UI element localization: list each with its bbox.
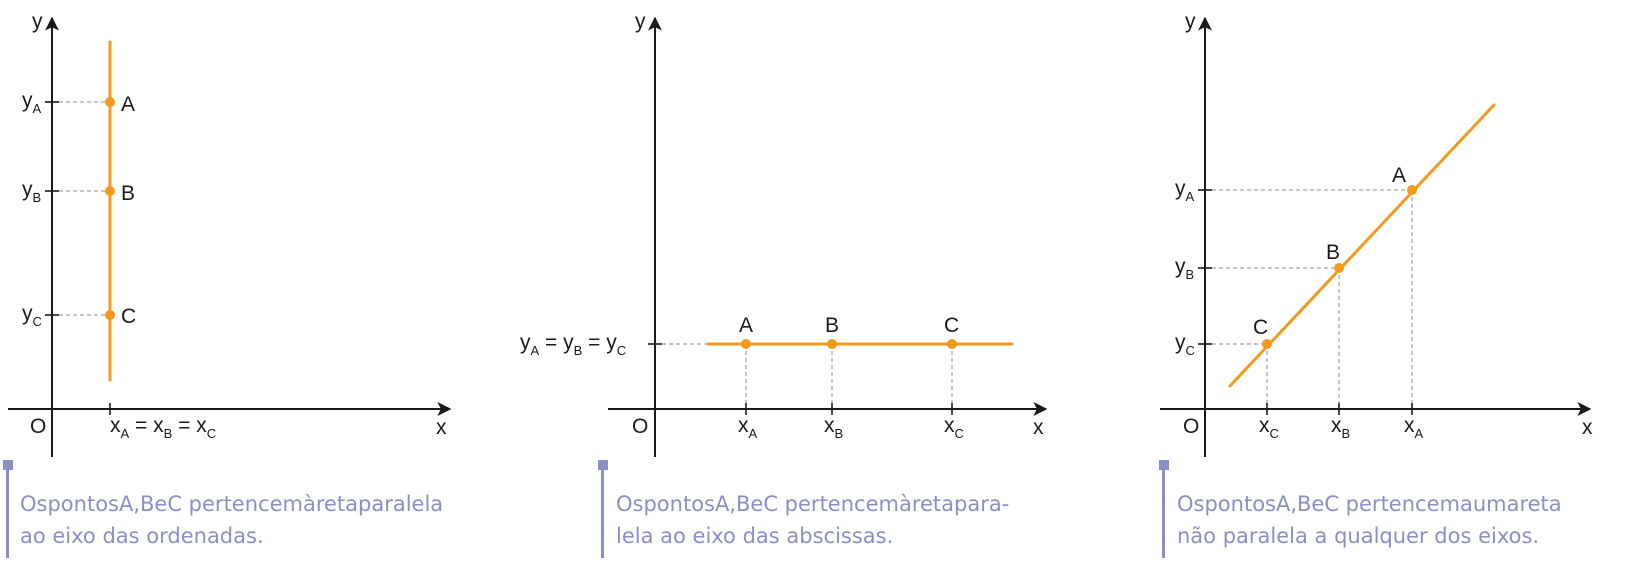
point-a: [1407, 185, 1417, 195]
xa-label: xA: [1404, 414, 1424, 441]
caption-1: OspontosA,BeC pertencemàretaparalela ao …: [20, 488, 443, 552]
point-a: [741, 339, 751, 349]
origin-label: O: [632, 415, 648, 438]
caption-1-line-2: ao eixo das ordenadas.: [20, 524, 264, 548]
y-axis-label: y: [32, 10, 43, 33]
ya-label: yA: [1175, 177, 1195, 204]
panel-vertical-line: y x O A B C yA yB yC xA = xB = xC: [8, 10, 452, 457]
y-equality-label: yA = yB = yC: [520, 331, 626, 358]
point-a-label: A: [1392, 164, 1406, 187]
xa-label: xA: [738, 414, 758, 441]
x-axis-label: x: [1033, 416, 1044, 439]
caption-bar-3: [1162, 468, 1165, 558]
caption-marker-2: [598, 460, 608, 470]
point-c-label: C: [1253, 316, 1268, 339]
y-axis-label: y: [635, 10, 646, 33]
point-a-label: A: [121, 93, 135, 116]
yb-label: yB: [1175, 255, 1194, 282]
yb-label: yB: [22, 178, 41, 205]
x-axis-label: x: [1582, 416, 1593, 439]
caption-marker-1: [3, 460, 13, 470]
caption-1-line-1: OspontosA,BeC pertencemàretaparalela: [20, 492, 444, 516]
point-c-label: C: [121, 305, 136, 328]
point-c: [105, 310, 115, 320]
ya-label: yA: [22, 89, 42, 116]
x-axis-label: x: [436, 416, 447, 439]
point-a: [105, 97, 115, 107]
xb-label: xB: [1331, 414, 1350, 441]
point-b-label: B: [121, 182, 135, 205]
xb-label: xB: [824, 414, 843, 441]
xc-label: xC: [944, 414, 964, 441]
origin-label: O: [30, 415, 46, 438]
point-b: [1334, 263, 1344, 273]
point-c-label: C: [944, 314, 959, 337]
point-b-label: B: [825, 314, 839, 337]
panel-horizontal-line: y x O A B C yA = yB = yC xA xB xC: [520, 10, 1048, 457]
origin-label: O: [1183, 415, 1199, 438]
caption-2-line-2: lela ao eixo das abscissas.: [616, 524, 894, 548]
x-equality-label: xA = xB = xC: [110, 414, 216, 441]
caption-2: OspontosA,BeC pertencemàretapara- lela a…: [616, 488, 1009, 552]
point-c: [1262, 339, 1272, 349]
caption-3: OspontosA,BeC pertencemaumareta não para…: [1177, 488, 1562, 552]
point-b-label: B: [1326, 241, 1340, 264]
panel-oblique-line: y x O A B C yA yB yC xC xB xA: [1160, 10, 1593, 457]
xc-label: xC: [1259, 414, 1279, 441]
y-axis-label: y: [1185, 10, 1196, 33]
caption-2-line-1: OspontosA,BeC pertencemàretapara-: [616, 492, 1010, 516]
caption-3-line-2: não paralela a qualquer dos eixos.: [1177, 524, 1540, 548]
yc-label: yC: [22, 302, 42, 329]
oblique-line: [1228, 103, 1496, 388]
caption-marker-3: [1159, 460, 1169, 470]
point-c: [947, 339, 957, 349]
point-b: [827, 339, 837, 349]
point-a-label: A: [739, 314, 753, 337]
caption-bar-2: [601, 468, 604, 558]
caption-3-line-1: OspontosA,BeC pertencemaumareta: [1177, 492, 1562, 516]
point-b: [105, 186, 115, 196]
caption-bar-1: [6, 468, 9, 558]
yc-label: yC: [1175, 331, 1195, 358]
